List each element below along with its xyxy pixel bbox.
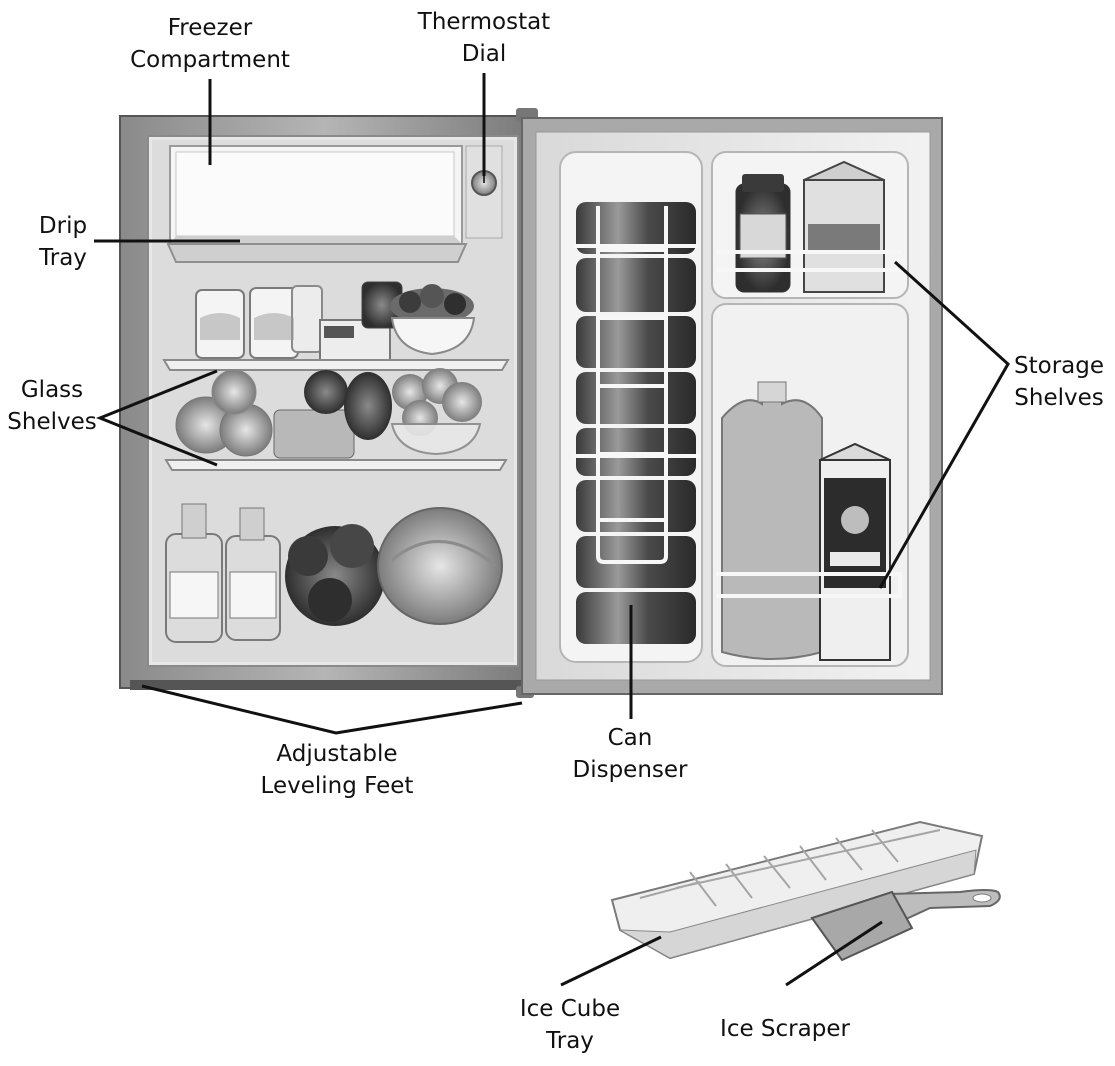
storage-shelves-leader: [878, 260, 1010, 589]
lower-door-items: [716, 381, 902, 661]
fridge-base: [130, 680, 530, 690]
glass-shelves-leader: [95, 369, 218, 467]
can-stack: [576, 202, 696, 644]
can-rack-wire: [574, 206, 700, 564]
label-ice-scraper: Ice Scraper: [720, 1016, 850, 1042]
upper-door-items: [716, 160, 904, 293]
ice-scraper: [810, 889, 1001, 962]
freezer-compartment: [169, 145, 463, 245]
drip-tray: [166, 243, 468, 263]
glass-shelf-upper: [162, 359, 510, 371]
leader-lines: [94, 73, 1010, 987]
middle-shelf-fruit: [175, 368, 482, 459]
leveling-feet-leader: [141, 684, 523, 735]
bottom-food: [165, 503, 503, 643]
ice-cube-tray: [610, 820, 984, 960]
ice-scraper-leader: [785, 920, 883, 987]
upper-shelf-food: [195, 281, 476, 361]
ice-cube-tray-leader: [560, 935, 662, 987]
glass-shelf-lower: [164, 459, 508, 471]
